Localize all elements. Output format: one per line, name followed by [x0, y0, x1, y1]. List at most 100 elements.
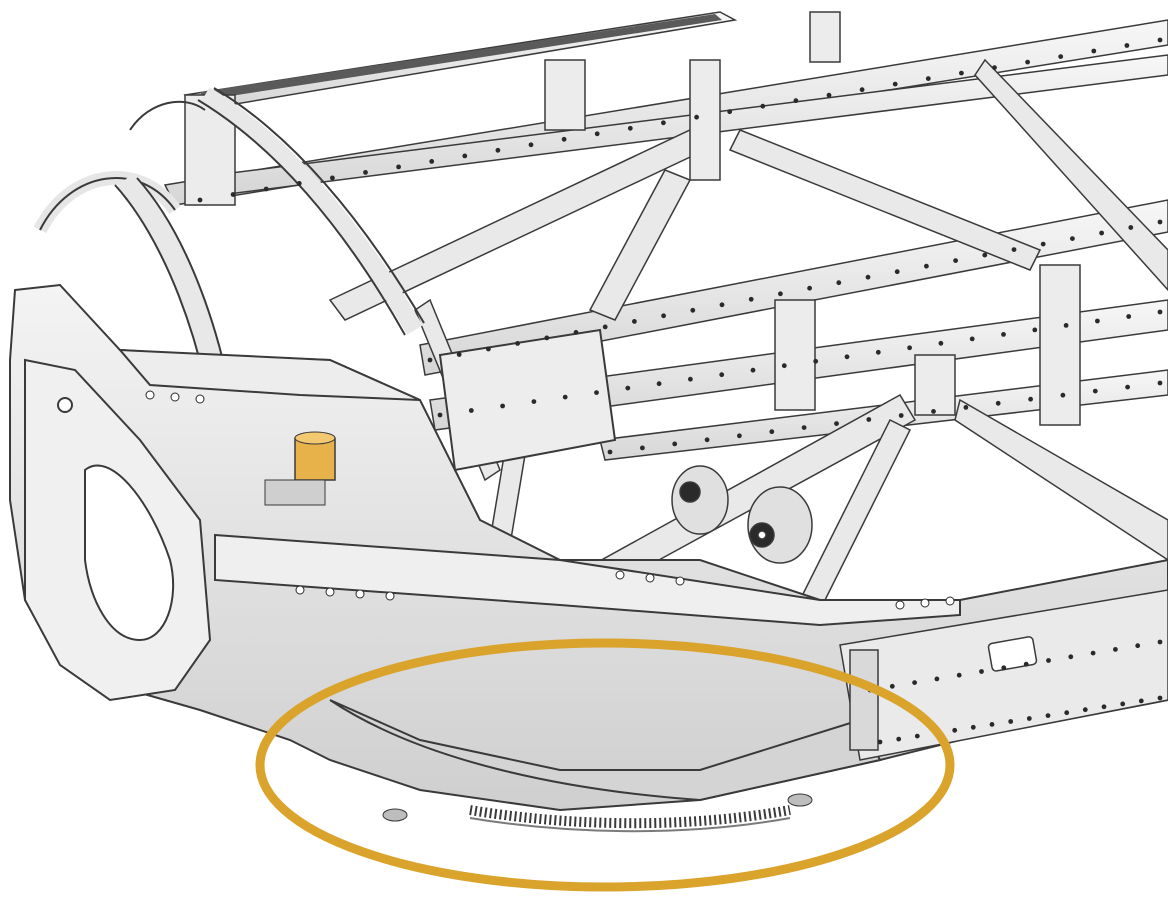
bolt-hole: [486, 346, 491, 352]
bolt-hole: [925, 76, 931, 81]
bolt-hole: [1001, 665, 1007, 671]
bolt-hole: [531, 399, 537, 404]
yaw-gear: [382, 793, 813, 833]
bolt-hole: [963, 405, 969, 410]
bolt-hole: [737, 433, 742, 439]
bolt-hole: [1070, 236, 1075, 242]
bolt-hole: [1011, 247, 1017, 253]
bolt-pad: [385, 591, 395, 601]
bolt-hole: [694, 114, 699, 120]
bolt-pad: [615, 570, 625, 580]
bolt-hole: [1028, 396, 1033, 402]
bolt-hole: [877, 739, 883, 745]
bolt-hole: [330, 175, 335, 181]
bolt-hole: [719, 302, 725, 308]
bolt-hole: [1120, 701, 1126, 707]
bolt-hole: [898, 413, 904, 418]
bolt-hole: [992, 65, 997, 70]
bolt-hole: [562, 394, 568, 400]
bolt-hole: [982, 252, 988, 258]
bolt-hole: [1157, 309, 1163, 315]
bolt-hole: [500, 403, 505, 409]
drive-motors: [671, 465, 813, 564]
bolt-hole: [956, 672, 962, 678]
bolt-pad: [645, 573, 655, 583]
bolt-hole: [907, 345, 912, 351]
bolt-hole: [661, 120, 666, 126]
bolt-hole: [995, 400, 1001, 406]
bolt-hole: [495, 147, 501, 153]
bolt-hole: [1060, 392, 1066, 398]
bolt-pad: [920, 598, 930, 608]
bolt-hole: [573, 330, 579, 335]
bolt-hole: [690, 307, 696, 313]
bolt-hole: [875, 349, 881, 355]
motor-icon: [671, 465, 729, 535]
bolt-hole: [1157, 639, 1163, 645]
bolt-hole: [970, 724, 976, 730]
bolt-hole: [1113, 647, 1118, 652]
bolt-hole: [661, 313, 666, 319]
bolt-hole: [1058, 54, 1064, 59]
bolt-pad: [170, 392, 180, 402]
bolt-hole: [1157, 695, 1163, 701]
brace-4: [974, 58, 1168, 292]
bolt-hole: [1001, 332, 1006, 337]
bolt-hole: [1091, 48, 1097, 54]
bolt-hole: [989, 722, 995, 727]
bolt-hole: [1138, 698, 1144, 704]
casting-rear-ledge: [117, 348, 421, 401]
bolt-hole: [1063, 323, 1069, 328]
bolt-hole: [627, 125, 633, 131]
bolt-hole: [1046, 658, 1051, 663]
bolt-hole: [719, 372, 725, 378]
bolt-hole: [859, 87, 865, 93]
bolt-hole: [1125, 384, 1130, 390]
top-rail-groove: [200, 14, 722, 100]
bolt-hole: [760, 103, 766, 109]
bolt-hole: [544, 335, 550, 341]
ring-arc-upper-edge-b: [213, 87, 425, 324]
bolt-hole: [866, 417, 872, 422]
bolt-hole: [1068, 654, 1074, 660]
bolt-hole: [934, 676, 940, 682]
bolt-hole: [826, 92, 832, 98]
bolt-hole: [1032, 327, 1038, 333]
bolt-pad: [325, 587, 335, 597]
bolt-hole: [1040, 241, 1046, 247]
bolt-hole: [437, 412, 443, 418]
bolt-hole: [952, 727, 958, 733]
yaw-gear-teeth: [469, 805, 791, 829]
bolt-hole: [632, 319, 637, 324]
bolt-hole: [1064, 710, 1070, 716]
bolt-hole: [1157, 380, 1163, 386]
bolt-hole: [561, 136, 567, 142]
motor-shaft-left: [679, 481, 701, 503]
bolt-hole: [727, 109, 733, 115]
ellipse-highlight-icon: [255, 638, 955, 892]
bolt-hole: [363, 170, 368, 175]
bolt-hole: [1090, 650, 1096, 656]
bolt-hole: [979, 669, 984, 674]
reservoir: [264, 431, 336, 506]
bolt-hole: [1128, 225, 1134, 230]
side-rail-bolt-block: [849, 649, 879, 751]
bolt-hole: [748, 296, 754, 302]
bolt-hole: [704, 437, 710, 443]
bolt-hole: [912, 680, 917, 685]
post-6: [914, 354, 956, 416]
bolt-hole: [656, 381, 662, 387]
bolt-pad: [895, 600, 905, 610]
bolt-hole: [468, 408, 474, 413]
bolt-hole: [953, 258, 958, 263]
bolt-hole: [427, 357, 433, 363]
bolt-hole: [750, 367, 756, 373]
bolt-hole: [1092, 388, 1098, 394]
ring-arc-upper-edge-a: [197, 99, 406, 336]
bolt-hole: [1157, 37, 1163, 43]
bolt-hole: [889, 683, 895, 689]
bolt-holes: [145, 37, 1163, 745]
bolt-hole: [263, 186, 269, 192]
bolt-hole: [594, 131, 600, 137]
